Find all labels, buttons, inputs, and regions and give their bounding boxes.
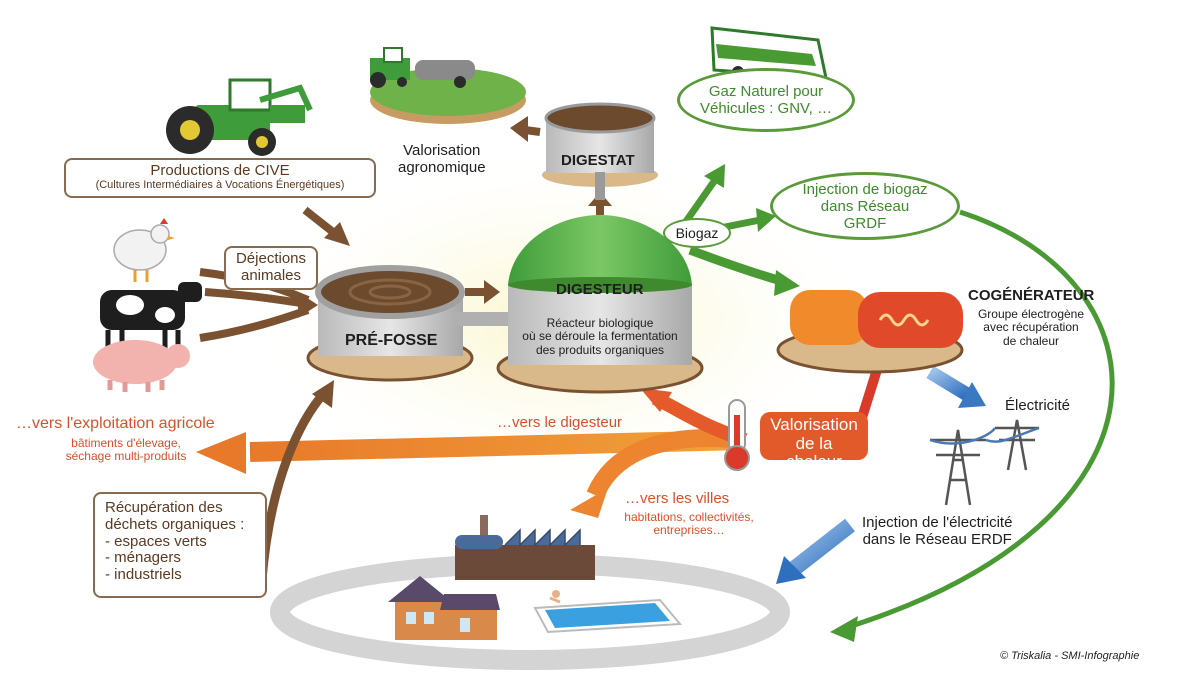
digestat-to-field-arrowhead: [510, 116, 528, 142]
digestat-label: DIGESTAT: [561, 152, 635, 169]
injection-biogaz-line1: Injection de biogaz: [802, 180, 928, 198]
grdf-arrowhead: [756, 208, 776, 232]
pig-illustration: [93, 340, 190, 392]
erdf-line1: Injection de l'électricité: [862, 514, 1013, 531]
digesteur-line3: des produits organiques: [535, 342, 665, 357]
cogenerateur-title: COGÉNÉRATEUR: [968, 287, 1095, 304]
cive-title: Productions de CIVE: [150, 162, 290, 179]
cogenerator-machine: [776, 290, 964, 374]
gnv-bubble: Gaz Naturel pour Véhicules : GNV, …: [677, 68, 855, 132]
digesteur-tank: [496, 215, 704, 394]
cive-arrowhead: [324, 222, 350, 246]
dechets-label-box: Récupération des déchets organiques : - …: [93, 492, 267, 598]
heat-arrowhead-villes: [570, 488, 608, 518]
thermometer-icon: [724, 399, 750, 471]
power-pylons: [929, 419, 1040, 506]
digesteur-line2: où se déroule la fermentation: [522, 329, 678, 344]
electricite-label: Électricité: [1005, 397, 1071, 414]
dejections-line1: Déjections: [235, 250, 307, 267]
vers-digesteur-label: …vers le digesteur: [497, 414, 623, 431]
cogen-arrowhead: [774, 270, 800, 296]
tractor-illustration: [166, 78, 313, 156]
prefosse-label: PRÉ-FOSSE: [345, 332, 438, 349]
digesteur-line1: Réacteur biologique: [546, 316, 654, 330]
injection-biogaz-line3: GRDF: [843, 214, 887, 232]
exploitation-title: …vers l'exploitation agricole: [16, 415, 215, 432]
villes-line1: habitations, collectivités,: [624, 510, 754, 524]
gnv-line2: Véhicules : GNV, …: [699, 100, 832, 117]
dejections-line2: animales: [240, 267, 302, 284]
credit-label: © Triskalia - SMI-Infographie: [1000, 650, 1140, 662]
factory-illustration: [455, 515, 595, 580]
villes-title: …vers les villes: [625, 490, 730, 507]
erdf-line2: dans le Réseau ERDF: [862, 530, 1012, 548]
dechets-line2: déchets organiques :: [105, 515, 245, 533]
dejections-label-box: Déjections animales: [224, 246, 318, 290]
manure-arrowhead: [298, 292, 318, 318]
cogenerateur-line2: avec récupération: [983, 320, 1079, 335]
dechets-line1: Récupération des: [105, 499, 223, 516]
chaleur-line2: de la chaleur: [786, 433, 842, 472]
erdf-label: Injection de l'électricité dans le Résea…: [862, 514, 1013, 549]
cive-label-box: Productions de CIVE (Cultures Intermédia…: [64, 158, 376, 198]
injection-biogaz-bubble: Injection de biogaz dans Réseau GRDF: [770, 172, 960, 240]
cive-subtitle: (Cultures Intermédiaires à Vocations Éne…: [95, 179, 345, 191]
cogenerateur-description: Groupe électrogène avec récupération de …: [972, 307, 1090, 348]
prefosse-to-digesteur-arrowhead: [484, 280, 500, 304]
heat-arrow-villes: [586, 429, 746, 499]
cogenerateur-line1: Groupe électrogène: [977, 307, 1085, 321]
gnv-line1: Gaz Naturel pour: [708, 83, 824, 100]
prefosse-tank: [306, 265, 510, 382]
gnv-arrowhead: [704, 164, 725, 188]
exploitation-line1: bâtiments d'élevage,: [71, 436, 181, 450]
erdf-arrow: [790, 518, 855, 575]
swimming-pool-illustration: [533, 590, 683, 634]
digestat-tank: [542, 102, 658, 200]
cogenerateur-line3: de chaleur: [1002, 333, 1060, 348]
chaleur-line1: Valorisation: [770, 415, 858, 434]
electricity-arrowhead: [958, 382, 986, 408]
villes-description: habitations, collectivités, entreprises…: [606, 510, 772, 538]
biogaz-bubble: Biogaz: [663, 218, 731, 248]
heat-arrowhead-digesteur: [640, 388, 672, 412]
valorisation-chaleur-box: Valorisation de la chaleur: [760, 412, 868, 471]
exploitation-line2: séchage multi-produits: [65, 449, 187, 464]
erdf-arrowhead: [776, 556, 806, 584]
chicken-illustration: [113, 218, 175, 282]
biogaz-label: Biogaz: [675, 225, 719, 241]
electricity-arrow: [926, 366, 972, 401]
field-illustration: [370, 47, 526, 124]
valorisation-agro-line1: Valorisation: [403, 142, 481, 159]
waste-arrowhead: [312, 380, 334, 408]
digesteur-title: DIGESTEUR: [556, 281, 644, 298]
green-return-arrowhead: [830, 616, 858, 642]
dechets-line4: - ménagers: [105, 549, 181, 567]
exploitation-description: bâtiments d'élevage, séchage multi-produ…: [34, 436, 218, 464]
cow-illustration: [100, 282, 202, 348]
house-illustration: [388, 576, 500, 640]
villes-line2: entreprises…: [653, 523, 725, 538]
valorisation-agro-line2: agronomique: [398, 158, 486, 176]
green-return-arrow: [844, 209, 1115, 631]
heat-arrowhead-exploitation: [196, 432, 246, 474]
valorisation-agro-label: Valorisation agronomique: [398, 142, 486, 177]
injection-biogaz-line2: dans Réseau: [820, 197, 910, 215]
dechets-line3: - espaces verts: [105, 532, 207, 550]
digesteur-description: Réacteur biologique où se déroule la fer…: [512, 316, 688, 357]
dechets-line5: - industriels: [105, 566, 182, 584]
